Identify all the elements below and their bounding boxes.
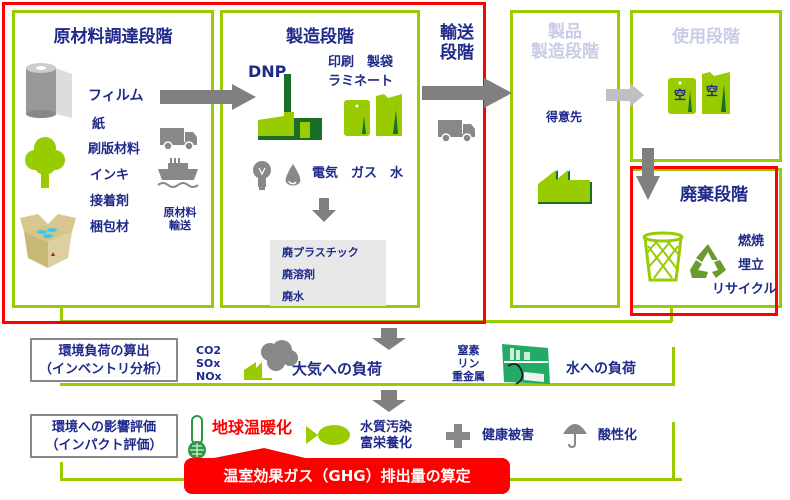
disposal-landfill: 埋立 (738, 258, 765, 273)
truck-icon (160, 128, 197, 151)
material-plate: 刷版材料 (88, 142, 141, 157)
waste-solvent: 廃溶剤 (282, 268, 315, 281)
empty-pouch-icon (668, 78, 696, 114)
air-load-label: 大気への負荷 (292, 360, 383, 378)
inventory-analysis-label: 環境負荷の算出 （インベントリ分析） (30, 338, 178, 382)
flow-arrow-down (372, 390, 406, 412)
health-damage-label: 健康被害 (482, 428, 535, 443)
ghg-calculation-banner: 温室効果ガス（GHG）排出量の算定 (184, 458, 510, 494)
connector-line (60, 300, 63, 322)
water-drop-icon (285, 164, 301, 186)
material-ink: インキ (90, 168, 130, 183)
umbrella-icon (563, 424, 587, 449)
ship-icon (157, 158, 199, 188)
manufacturing-stage-title: 製造段階 (286, 27, 354, 47)
use-stage-title: 使用段階 (672, 27, 740, 47)
product-manufacturing-stage-box (510, 10, 620, 308)
connector-line (670, 300, 673, 322)
scope-highlight-box (2, 2, 486, 324)
air-emissions-list: CO2 SOx NOx (196, 344, 222, 384)
light-bulb-icon (253, 161, 271, 190)
pouch-icon (344, 100, 370, 136)
flow-arrow-down (372, 328, 406, 350)
connector-line (672, 347, 675, 386)
water-load-label: 水への負荷 (566, 361, 636, 377)
trash-bin-icon (642, 231, 684, 282)
factory-icon (258, 74, 322, 140)
empty-label: 空 (674, 88, 687, 102)
material-adhesive: 接着剤 (90, 194, 130, 209)
fish-icon (306, 425, 350, 445)
connector-line (672, 422, 675, 481)
flow-arrow-down (636, 148, 660, 200)
flow-arrow-right (160, 84, 256, 110)
health-cross-icon (446, 424, 470, 448)
global-warming-label: 地球温暖化 (212, 418, 293, 437)
water-pollution-icon (502, 344, 550, 385)
process-label-print-bag: 印刷 製袋 (328, 55, 394, 70)
standing-pouch-icon (376, 94, 402, 136)
tree-icon (25, 137, 65, 188)
cloud-icon (261, 340, 298, 371)
material-paper: 紙 (92, 117, 106, 132)
impact-assessment-label: 環境への影響評価 （インパクト評価） (30, 414, 178, 458)
recycle-icon (690, 244, 726, 278)
packaging-box-icon (20, 214, 76, 268)
truck-icon (438, 120, 475, 143)
customer-label: 得意先 (546, 110, 583, 124)
disposal-incineration: 燃焼 (738, 234, 765, 249)
company-name: DNP (248, 62, 287, 81)
water-pollution-label: 水質汚染 富栄養化 (360, 420, 413, 452)
thermometer-icon (188, 415, 206, 459)
waste-plastic: 廃プラスチック (282, 246, 359, 259)
utilities-label: 電気 ガス 水 (312, 166, 404, 181)
connector-line (60, 383, 674, 386)
transport-stage-title: 輸送 段階 (440, 23, 474, 63)
disposal-highlight-box (630, 166, 778, 316)
empty-standing-pouch-icon (702, 72, 730, 114)
flow-arrow-right-light (606, 83, 644, 107)
waste-box (270, 240, 386, 306)
factory-icon (244, 362, 272, 380)
product-manufacturing-stage-title: 製品 製造段階 (531, 22, 599, 63)
film-roll-icon (26, 63, 72, 118)
raw-material-stage-title: 原材料調達段階 (53, 27, 173, 47)
empty-label: 空 (706, 84, 719, 98)
acidification-label: 酸性化 (598, 428, 638, 443)
water-emissions-list: 窒素 リン 重金属 (452, 344, 485, 384)
flow-arrow-right (422, 78, 512, 108)
connector-line (60, 462, 63, 480)
flow-arrow-down (312, 198, 336, 222)
disposal-stage-title: 廃棄段階 (680, 185, 748, 205)
waste-water: 廃水 (282, 290, 304, 303)
material-film: フィルム (88, 88, 144, 104)
process-label-laminate: ラミネート (328, 74, 394, 89)
raw-material-transport-label: 原材料 輸送 (163, 206, 197, 233)
factory-icon (538, 170, 592, 204)
material-packaging: 梱包材 (90, 220, 130, 235)
disposal-recycle: リサイクル (712, 282, 777, 297)
